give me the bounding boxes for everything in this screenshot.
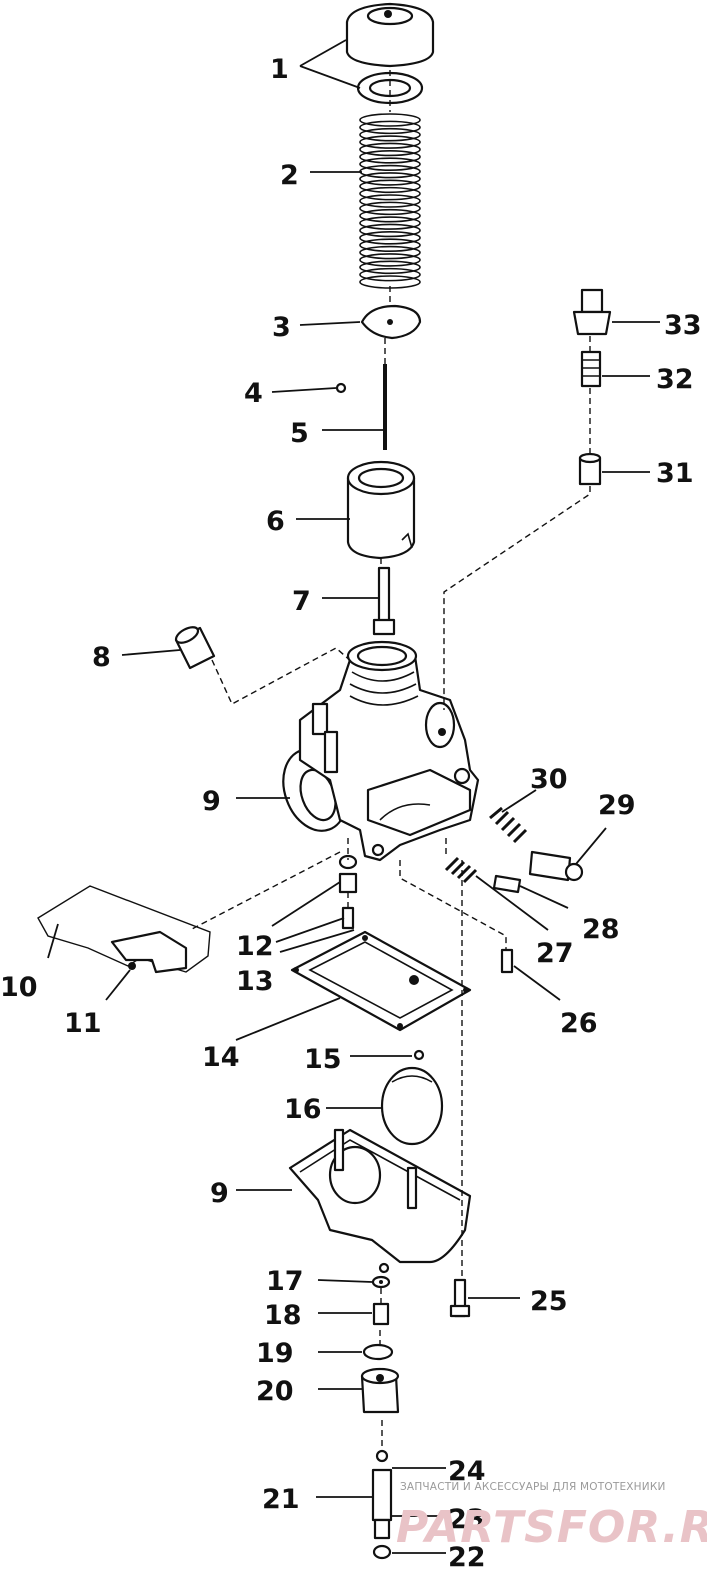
spring-coil [359,127,421,142]
part-fitting-31 [578,452,602,486]
spring-coil [359,253,421,267]
part-pilot-screw-26 [500,948,514,974]
spring-coil [359,142,421,157]
part-e-clip [335,382,347,394]
spring-coil [359,113,421,127]
spring-coil [359,260,421,275]
part-drain-tube-assembly [371,1449,393,1560]
part-drain-washer [371,1275,391,1289]
spring-coil [359,267,421,282]
part-cap-washer [356,71,424,105]
callout-26: 26 [560,1008,598,1039]
callout-24: 24 [448,1456,486,1487]
part-fitting-33 [572,288,612,336]
callout-32: 32 [656,364,694,395]
callout-30: 30 [530,764,568,795]
spring-coil [359,164,421,179]
callout-14: 14 [202,1042,240,1073]
part-needle-jet [372,566,396,636]
part-spring-32 [580,350,602,388]
callout-21: 21 [262,1484,300,1515]
callout-2: 2 [280,160,299,191]
callout-27: 27 [536,938,574,969]
callout-20: 20 [256,1376,294,1407]
spring-coil [359,135,421,149]
part-carburetor-body [282,640,480,862]
callout-15: 15 [304,1044,342,1075]
callout-7: 7 [292,586,311,617]
part-float [380,1066,444,1146]
spring-coil [359,120,421,135]
watermark-caption: ЗАПЧАСТИ И АКСЕССУАРЫ ДЛЯ МОТОТЕХНИКИ [400,1481,666,1493]
callout-13: 13 [236,966,274,997]
callout-29: 29 [598,790,636,821]
part-screw-28 [492,874,522,894]
part-drain-plug [360,1367,400,1414]
spring-coil [359,208,421,223]
callout-6: 6 [266,506,285,537]
watermark: ЗАПЧАСТИ И АКСЕССУАРЫ ДЛЯ МОТОТЕХНИКИ PA… [396,1481,707,1553]
watermark-logo: PARTSFOR.RU [396,1502,707,1553]
spring-coil [359,216,421,230]
part-drain-o-ring [362,1343,394,1361]
callout-31: 31 [656,458,694,489]
part-spring-27 [444,856,478,884]
callout-8: 8 [92,642,111,673]
callout-9-body: 9 [202,786,221,817]
part-cap [345,2,435,68]
part-clip-plate [360,304,422,340]
callout-22: 22 [448,1542,486,1573]
part-float-bowl [288,1128,472,1274]
spring-coil [359,186,421,201]
spring-coil [359,194,421,208]
spring-coil [359,179,421,194]
callout-10: 10 [0,972,38,1003]
callout-4: 4 [244,378,263,409]
callout-23: 23 [448,1504,486,1535]
leader-lines [47,39,660,1554]
callout-19: 19 [256,1338,294,1369]
part-screw-25 [449,1278,471,1318]
part-choke-plunger [174,626,216,670]
callout-9-bowl: 9 [210,1178,229,1209]
spring-coil [359,157,421,171]
callout-3: 3 [272,312,291,343]
part-spring-30 [489,806,528,844]
callout-33: 33 [664,310,702,341]
callout-25: 25 [530,1286,568,1317]
assembly-lines [189,70,591,1450]
spring-coil [359,231,421,245]
callout-labels: 1 2 3 4 5 6 7 8 9 9 10 11 12 13 14 15 16… [0,54,702,1573]
part-idle-screw-29 [528,850,584,882]
callout-5: 5 [290,418,309,449]
spring-coil [359,238,421,252]
callout-28: 28 [582,914,620,945]
part-float-pin [413,1049,425,1061]
spring-coil [359,245,421,260]
callout-12: 12 [236,931,274,962]
callout-1: 1 [270,54,289,85]
callout-11: 11 [64,1008,102,1039]
spring-coil [359,201,421,216]
part-main-jet [372,1302,390,1326]
spring-coil [359,150,421,164]
part-throttle-bracket [37,885,211,974]
callout-17: 17 [266,1266,304,1297]
part-float-bowl-gasket [290,930,472,1032]
part-throttle-slide [346,460,416,560]
callout-16: 16 [284,1094,322,1125]
spring-coil [359,223,421,238]
part-spring [359,113,421,289]
spring-coil [359,172,421,186]
callout-18: 18 [264,1300,302,1331]
